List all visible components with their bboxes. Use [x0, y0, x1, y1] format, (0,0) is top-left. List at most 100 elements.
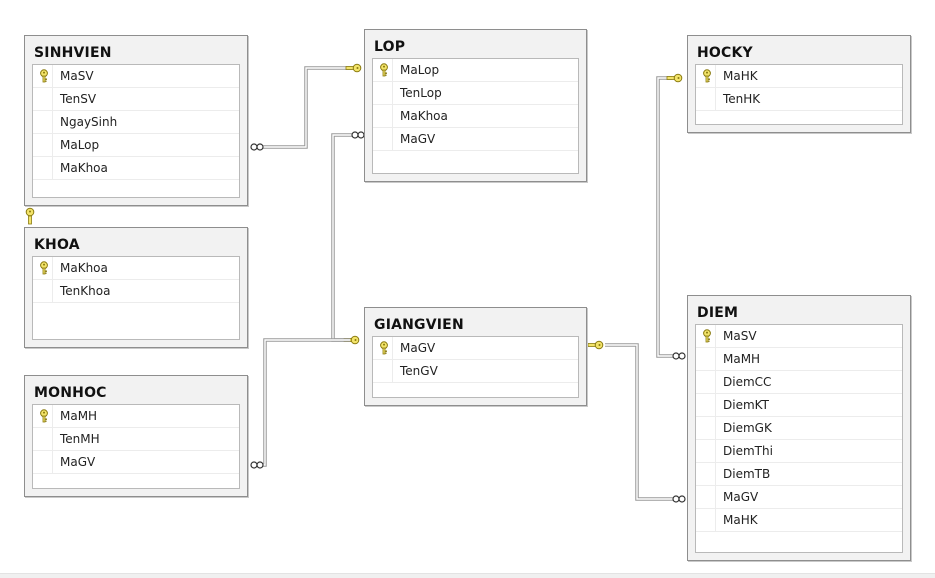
primary-key-icon [703, 69, 711, 83]
column-name: MaKhoa [400, 109, 448, 123]
row-selector[interactable] [696, 88, 716, 110]
table-monhoc[interactable]: MONHOC MaMH TenMH MaGV [24, 375, 248, 497]
column-grid: MaHK TenHK [695, 64, 903, 125]
column-row[interactable]: DiemGK [696, 417, 902, 440]
column-name: MaHK [723, 69, 758, 83]
relationship-khoa-sinhvien[interactable] [25, 207, 35, 225]
row-selector[interactable] [33, 157, 53, 179]
table-title[interactable]: DIEM [697, 305, 739, 321]
column-name: MaGV [400, 132, 436, 146]
column-row[interactable]: MaGV [373, 128, 578, 151]
table-title[interactable]: MONHOC [34, 385, 107, 401]
row-selector[interactable] [696, 394, 716, 416]
column-name: MaKhoa [60, 161, 108, 175]
column-grid: MaMH TenMH MaGV [32, 404, 240, 489]
row-selector[interactable] [696, 440, 716, 462]
relationship-key-icon [345, 63, 362, 73]
relationship-giangvien-diem[interactable] [587, 340, 686, 503]
column-row[interactable]: DiemThi [696, 440, 902, 463]
table-title[interactable]: LOP [374, 39, 406, 55]
relationship-hocky-diem[interactable] [656, 73, 686, 360]
table-hocky[interactable]: HOCKY MaHK TenHK [687, 35, 911, 133]
column-name: MaHK [723, 513, 758, 527]
column-row[interactable]: TenHK [696, 88, 902, 111]
row-selector[interactable] [696, 371, 716, 393]
row-selector[interactable] [33, 111, 53, 133]
column-name: MaKhoa [60, 261, 108, 275]
primary-key-icon [380, 341, 388, 355]
row-selector[interactable] [696, 348, 716, 370]
row-selector[interactable] [33, 428, 53, 450]
primary-key-icon [703, 329, 711, 343]
row-selector[interactable] [373, 360, 393, 382]
column-row[interactable]: MaGV [696, 486, 902, 509]
table-title[interactable]: HOCKY [697, 45, 753, 61]
column-name: TenMH [60, 432, 100, 446]
row-selector[interactable] [696, 486, 716, 508]
column-row[interactable]: TenLop [373, 82, 578, 105]
bottom-strip [0, 573, 935, 578]
column-row[interactable]: DiemTB [696, 463, 902, 486]
column-name: TenSV [60, 92, 97, 106]
column-row[interactable]: MaGV [373, 337, 578, 360]
column-row[interactable]: TenKhoa [33, 280, 239, 303]
column-row[interactable]: TenGV [373, 360, 578, 383]
primary-key-icon [40, 261, 48, 275]
row-selector[interactable] [373, 105, 393, 127]
row-selector[interactable] [696, 509, 716, 531]
column-name: NgaySinh [60, 115, 118, 129]
row-selector[interactable] [373, 82, 393, 104]
column-row[interactable]: MaHK [696, 509, 902, 532]
column-row[interactable]: MaKhoa [373, 105, 578, 128]
relationship-giangvien-lop[interactable] [331, 131, 365, 345]
table-title[interactable]: GIANGVIEN [374, 317, 464, 333]
row-selector[interactable] [696, 65, 716, 87]
row-selector[interactable] [696, 417, 716, 439]
row-selector[interactable] [33, 257, 53, 279]
row-selector[interactable] [33, 451, 53, 473]
column-row[interactable]: MaSV [33, 65, 239, 88]
column-row[interactable]: TenMH [33, 428, 239, 451]
column-row[interactable]: MaMH [33, 405, 239, 428]
column-row[interactable]: NgaySinh [33, 111, 239, 134]
column-row[interactable]: DiemKT [696, 394, 902, 417]
relationship-lop-sinhvien[interactable] [250, 63, 362, 151]
column-name: DiemCC [723, 375, 772, 389]
row-selector[interactable] [696, 463, 716, 485]
column-name: MaGV [400, 341, 436, 355]
column-row[interactable]: MaLop [373, 59, 578, 82]
column-name: MaGV [60, 455, 96, 469]
column-name: TenKhoa [60, 284, 111, 298]
column-row[interactable]: MaKhoa [33, 257, 239, 280]
table-giangvien[interactable]: GIANGVIEN MaGV TenGV [364, 307, 587, 406]
relationship-giangvien-monhoc[interactable] [250, 338, 350, 469]
row-selector[interactable] [373, 337, 393, 359]
row-selector[interactable] [696, 325, 716, 347]
table-title[interactable]: SINHVIEN [34, 45, 112, 61]
row-selector[interactable] [33, 280, 53, 302]
column-row[interactable]: TenSV [33, 88, 239, 111]
column-row[interactable]: MaGV [33, 451, 239, 474]
row-selector[interactable] [33, 134, 53, 156]
row-selector[interactable] [33, 65, 53, 87]
column-row[interactable]: MaHK [696, 65, 902, 88]
row-selector[interactable] [373, 128, 393, 150]
row-selector[interactable] [33, 88, 53, 110]
column-row[interactable]: MaKhoa [33, 157, 239, 180]
column-row[interactable]: MaMH [696, 348, 902, 371]
column-row[interactable]: MaLop [33, 134, 239, 157]
column-row[interactable]: DiemCC [696, 371, 902, 394]
table-title[interactable]: KHOA [34, 237, 80, 253]
column-row[interactable]: MaSV [696, 325, 902, 348]
row-selector[interactable] [33, 405, 53, 427]
row-selector[interactable] [373, 59, 393, 81]
column-name: MaSV [723, 329, 757, 343]
